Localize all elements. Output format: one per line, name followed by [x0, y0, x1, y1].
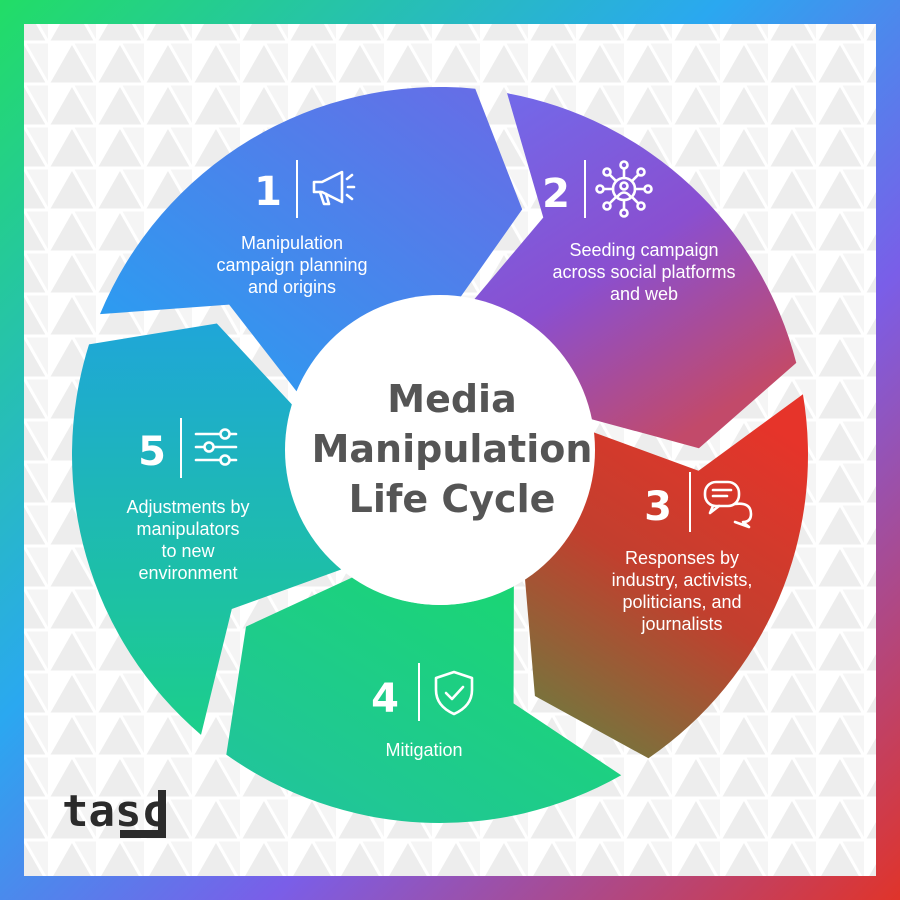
chat-bubbles-icon — [703, 480, 753, 529]
megaphone-icon — [312, 170, 356, 206]
stage-2-label-line-3: and web — [610, 284, 678, 304]
stage-1-label-line-1: Manipulation — [241, 233, 343, 253]
stage-5-label-line-4: environment — [138, 563, 237, 583]
stage-3-label-line-4: journalists — [640, 614, 722, 634]
shield-check-icon — [434, 670, 474, 716]
stage-1-number: 1 — [254, 169, 282, 215]
stage-1-label-line-3: and origins — [248, 277, 336, 297]
ring-segment-5 — [72, 323, 343, 735]
stage-5-label-line-3: to new — [161, 541, 215, 561]
tasc-logo-text: tasc — [62, 786, 168, 837]
title-line-1: Media — [387, 377, 516, 421]
stage-3-label-line-1: Responses by — [625, 548, 739, 568]
cycle-ring — [72, 87, 808, 823]
stage-4-number: 4 — [371, 676, 399, 722]
stage-3-label-line-2: industry, activists, — [612, 570, 753, 590]
stage-3: 3 Responses by industry, activists, poli… — [612, 472, 753, 634]
center-circle — [285, 295, 595, 605]
stage-2-label-line-2: across social platforms — [552, 262, 735, 282]
tasc-logo-bracket — [120, 790, 166, 838]
stage-2: 2 Seeding campaign across social platfor… — [542, 160, 736, 304]
ring-segment-4 — [226, 577, 622, 823]
tasc-logo: tasc — [62, 786, 168, 838]
title-line-2: Manipulation — [312, 427, 593, 471]
stage-4-label-line-1: Mitigation — [385, 740, 462, 760]
title-line-3: Life Cycle — [349, 477, 556, 521]
stage-3-label-line-3: politicians, and — [622, 592, 741, 612]
stage-2-number: 2 — [542, 171, 570, 217]
stage-3-number: 3 — [644, 484, 672, 530]
stage-2-label-line-1: Seeding campaign — [569, 240, 718, 260]
sliders-icon — [194, 428, 238, 466]
stage-5-number: 5 — [138, 429, 166, 475]
stage-1: 1 Manipulation campaign planning and ori… — [216, 160, 368, 297]
network-people-icon — [595, 160, 653, 218]
stage-5-label-line-2: manipulators — [136, 519, 239, 539]
stage-5-label-line-1: Adjustments by — [126, 497, 249, 517]
ring-segment-1 — [100, 87, 523, 398]
stage-5: 5 Adjustments by manipulators to new env… — [126, 418, 250, 583]
stage-4: 4 Mitigation — [371, 663, 474, 760]
stage-1-label-line-2: campaign planning — [216, 255, 367, 275]
ring-segment-2 — [467, 93, 797, 449]
